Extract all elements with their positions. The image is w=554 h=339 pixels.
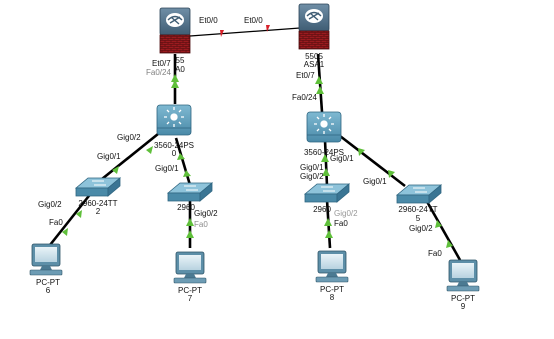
pc-9[interactable] <box>446 259 480 292</box>
fw-right-caption-line2: ASA1 <box>304 60 325 69</box>
port-label: Gig0/2 <box>38 200 62 209</box>
port-up-marker <box>177 153 185 160</box>
core-left-caption-line1: 3560-24PS <box>154 141 194 150</box>
sw3-caption-line1: 2960 <box>177 203 195 212</box>
firewall-icon <box>166 13 184 27</box>
port-up-marker <box>183 170 191 177</box>
port-up-marker <box>315 76 323 84</box>
sw5-caption-line2: 5 <box>416 214 421 223</box>
sw5-caption-line1: 2960-24TT <box>398 205 437 214</box>
port-up-marker <box>171 74 179 82</box>
port-up-marker <box>186 218 194 226</box>
pc8-caption-line1: PC-PT <box>320 285 344 294</box>
pc6-caption-line1: PC-PT <box>36 278 60 287</box>
port-up-marker <box>76 210 82 218</box>
fw-left-caption-line1: 55 <box>176 56 185 65</box>
access-switch-2[interactable] <box>74 177 122 197</box>
port-up-marker <box>62 228 68 236</box>
port-label: Fa0 <box>334 219 348 228</box>
port-up-marker <box>435 220 442 228</box>
multilayer-switch-icon <box>164 107 184 127</box>
port-label: Fa0/24 <box>146 68 171 77</box>
sw2-caption-line1: 2960-24TT <box>78 199 117 208</box>
port-label: Fa0/24 <box>292 93 317 102</box>
port-up-marker <box>388 170 395 178</box>
pc9-caption-line1: PC-PT <box>451 294 475 303</box>
port-label: Gig0/2 <box>117 133 141 142</box>
device-captions: 55 A0 5505 ASA1 3560-24PS 0 3560-24PS 29… <box>36 52 475 311</box>
port-up-marker <box>322 168 330 176</box>
switch-arrows-icon <box>413 187 427 193</box>
pc-7[interactable] <box>173 251 207 284</box>
switch-arrows-icon <box>321 186 335 192</box>
access-switch-4[interactable] <box>303 183 351 203</box>
firewall-icon <box>305 9 323 23</box>
core-right-caption-line1: 3560-24PS <box>304 148 344 157</box>
links <box>48 27 462 261</box>
sw2-caption-line2: 2 <box>96 207 101 216</box>
link-core1-sw5[interactable] <box>339 134 406 188</box>
port-label: Et0/7 <box>296 71 315 80</box>
port-labels: Et0/0 Et0/0 Et0/7 Fa0/24 Et0/7 Fa0/24 Gi… <box>38 16 442 258</box>
port-label: Gig0/2 <box>194 209 218 218</box>
access-switch-3[interactable] <box>166 182 214 202</box>
port-down-marker <box>266 25 270 32</box>
link-core1-sw4[interactable] <box>323 139 329 187</box>
link-core0-sw2[interactable] <box>96 132 159 185</box>
port-label: Fa0 <box>194 220 208 229</box>
port-status-markers <box>62 25 453 248</box>
port-up-marker <box>446 240 453 248</box>
pc-8[interactable] <box>315 250 349 283</box>
port-up-marker <box>171 80 179 88</box>
port-label: Gig0/1 <box>363 177 387 186</box>
access-switch-5[interactable] <box>395 184 443 204</box>
multilayer-switch-left[interactable] <box>156 104 192 136</box>
port-label: Gig0/1 <box>330 154 354 163</box>
pc6-caption-line2: 6 <box>46 286 51 295</box>
port-label: Fa0 <box>428 249 442 258</box>
link-sw2-pc6[interactable] <box>48 191 94 246</box>
switch-arrows-icon <box>184 185 198 191</box>
port-label: Gig0/1 <box>97 152 121 161</box>
link-core0-sw3[interactable] <box>174 137 192 186</box>
firewall-asa-left[interactable] <box>159 7 191 54</box>
pc7-caption-line2: 7 <box>188 294 193 303</box>
port-label: Gig0/1 <box>302 221 326 230</box>
multilayer-switch-icon <box>314 114 334 134</box>
port-up-marker <box>112 166 119 174</box>
port-label: Et0/0 <box>199 16 218 25</box>
port-up-marker <box>324 218 332 226</box>
pc7-caption-line1: PC-PT <box>178 286 202 295</box>
link-fw0-fw1[interactable] <box>189 27 301 37</box>
port-label: Et0/7 <box>152 59 171 68</box>
port-label: Gig0/2 <box>409 224 433 233</box>
port-up-marker <box>316 86 324 94</box>
port-up-marker <box>146 146 153 154</box>
port-up-marker <box>358 148 365 156</box>
fw-right-caption-line1: 5505 <box>305 52 323 61</box>
pc9-caption-line2: 9 <box>461 302 466 311</box>
port-label: Gig0/2 <box>334 209 358 218</box>
core-left-caption-line2: 0 <box>172 149 177 158</box>
port-down-marker <box>220 30 224 37</box>
port-label: Gig0/1 <box>155 164 179 173</box>
link-sw5-pc9[interactable] <box>423 197 462 261</box>
fw-left-caption-line2: A0 <box>175 65 185 74</box>
pc-6[interactable] <box>29 243 63 276</box>
port-label: Gig0/2 <box>300 172 324 181</box>
port-label: Et0/0 <box>244 16 263 25</box>
port-up-marker <box>321 154 329 162</box>
pc8-caption-line2: 8 <box>330 293 335 302</box>
switch-arrows-icon <box>92 180 106 186</box>
multilayer-switch-right[interactable] <box>306 111 342 143</box>
port-up-marker <box>186 230 194 238</box>
firewall-asa-right[interactable] <box>298 3 330 50</box>
port-up-marker <box>325 230 333 238</box>
sw4-caption-line1: 2960 <box>313 205 331 214</box>
port-label: Fa0 <box>49 218 63 227</box>
port-label: Gig0/1 <box>300 163 324 172</box>
